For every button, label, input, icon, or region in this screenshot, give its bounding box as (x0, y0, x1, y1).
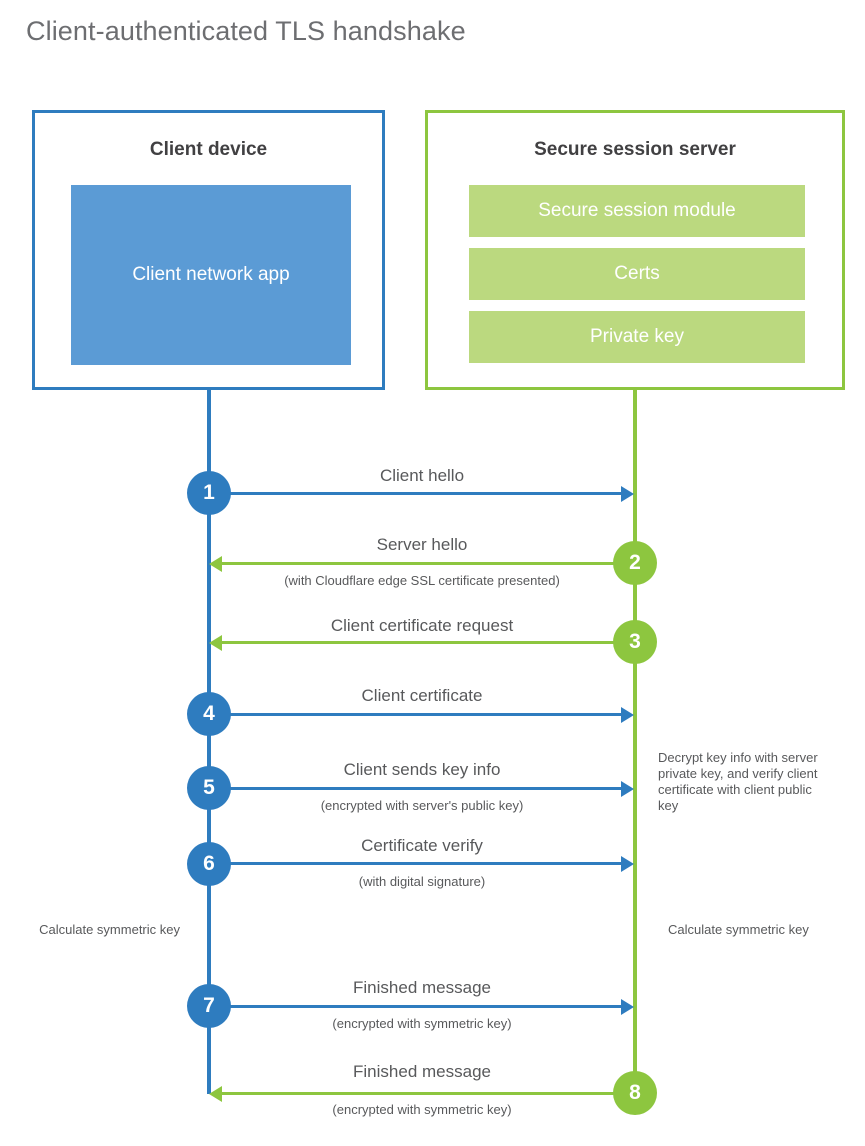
step-1-marker: 1 (187, 471, 231, 515)
client-network-app-box: Client network app (71, 185, 351, 365)
step-2-sublabel: (with Cloudflare edge SSL certificate pr… (284, 573, 560, 588)
step-2-marker: 2 (613, 541, 657, 585)
step-2-label: Server hello (376, 535, 468, 554)
server-module-secure-session-module: Secure session module (469, 185, 805, 237)
step-5-sublabel: (encrypted with server's public key) (320, 798, 524, 813)
step-3-label: Client certificate request (330, 616, 514, 635)
step-4-label: Client certificate (361, 686, 483, 705)
client-device-title: Client device (149, 139, 268, 160)
step-4-marker: 4 (187, 692, 231, 736)
step-2-line (222, 562, 633, 565)
step-6-sublabel: (with digital signature) (358, 874, 486, 889)
step-3-arrowhead-icon (209, 635, 222, 651)
step-3-line (222, 641, 633, 644)
step-5-marker: 5 (187, 766, 231, 810)
step-8-marker: 8 (613, 1071, 657, 1115)
server-lifeline (633, 388, 637, 1095)
step-8-label: Finished message (353, 1062, 491, 1081)
secure-session-server-box: Secure session server Secure session mod… (425, 110, 845, 390)
step-8-sublabel: (encrypted with symmetric key) (332, 1102, 512, 1117)
page-title: Client-authenticated TLS handshake (26, 16, 466, 46)
server-decrypt-note: Decrypt key info with server private key… (658, 750, 818, 813)
step-5-label: Client sends key info (343, 760, 501, 779)
step-7-line (209, 1005, 621, 1008)
server-calculate-symmetric-key-note: Calculate symmetric key (668, 922, 809, 937)
step-2-arrowhead-icon (209, 556, 222, 572)
client-device-box: Client device Client network app (32, 110, 385, 390)
step-6-label: Certificate verify (361, 836, 483, 855)
client-calculate-symmetric-key-note: Calculate symmetric key (39, 922, 180, 937)
step-8-arrowhead-icon (209, 1086, 222, 1102)
step-1-arrowhead-icon (621, 486, 634, 502)
step-7-marker: 7 (187, 984, 231, 1028)
step-1-line (209, 492, 621, 495)
step-6-line (209, 862, 621, 865)
server-module-private-key: Private key (469, 311, 805, 363)
step-7-label: Finished message (353, 978, 491, 997)
step-7-arrowhead-icon (621, 999, 634, 1015)
step-1-label: Client hello (379, 466, 465, 485)
step-8-line (222, 1092, 633, 1095)
step-4-arrowhead-icon (621, 707, 634, 723)
step-6-arrowhead-icon (621, 856, 634, 872)
client-lifeline (207, 388, 211, 1094)
step-5-line (209, 787, 621, 790)
step-3-marker: 3 (613, 620, 657, 664)
server-module-certs: Certs (469, 248, 805, 300)
secure-session-server-title: Secure session server (534, 139, 736, 160)
step-5-arrowhead-icon (621, 781, 634, 797)
step-7-sublabel: (encrypted with symmetric key) (332, 1016, 512, 1031)
step-6-marker: 6 (187, 842, 231, 886)
step-4-line (209, 713, 621, 716)
